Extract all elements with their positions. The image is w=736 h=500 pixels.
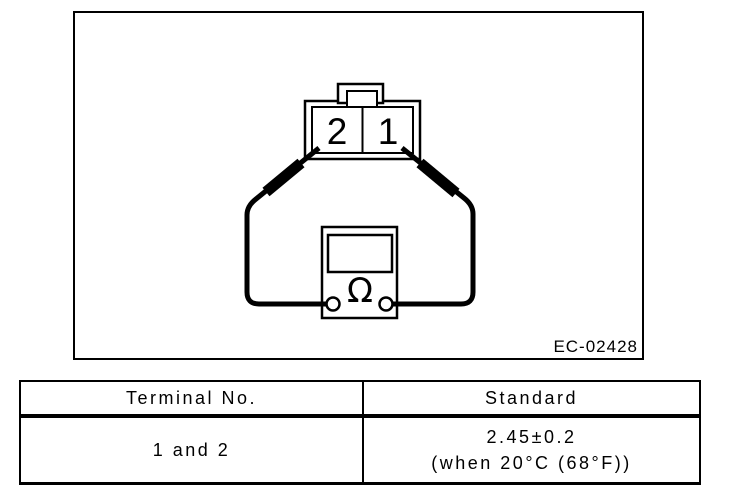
- col-header-standard: Standard: [484, 388, 579, 408]
- figure-id-label: EC-02428: [553, 337, 638, 356]
- probe-grip-left: [262, 158, 305, 197]
- figure-box: 2 1 Ω EC-02428: [73, 11, 644, 360]
- cell-terminal-no: 1 and 2: [21, 418, 364, 482]
- connector-latch-inner: [346, 90, 378, 109]
- ohm-symbol: Ω: [347, 271, 373, 311]
- standard-value: 2.45±0.2: [486, 427, 577, 447]
- connector-resistance-diagram: 2 1 Ω EC-02428: [244, 82, 638, 356]
- terminal-number-left: 2: [327, 111, 348, 152]
- spec-table-data-row: 1 and 2 2.45±0.2 (when 20°C (68°F)): [21, 418, 699, 482]
- test-lead-right: [386, 146, 476, 307]
- multimeter-display: [326, 233, 394, 274]
- spec-table: Terminal No. Standard 1 and 2 2.45±0.2 (…: [19, 380, 701, 485]
- terminal-number-right: 1: [378, 111, 399, 152]
- cell-standard: 2.45±0.2 (when 20°C (68°F)): [364, 418, 699, 482]
- probe-grip-right: [416, 158, 460, 198]
- spec-table-header-row: Terminal No. Standard: [21, 382, 699, 418]
- col-header-terminal: Terminal No.: [21, 382, 364, 414]
- meter-terminal-left: [325, 296, 341, 312]
- meter-terminal-right: [378, 296, 394, 312]
- standard-condition: (when 20°C (68°F)): [431, 453, 632, 473]
- test-lead-left: [244, 146, 333, 307]
